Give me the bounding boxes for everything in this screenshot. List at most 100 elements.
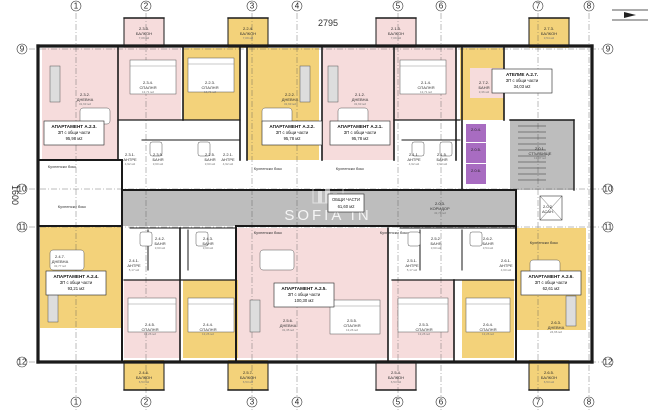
apartment-box-frame xyxy=(261,120,323,146)
table-icon xyxy=(49,249,85,271)
axis-label: 7 xyxy=(536,2,541,11)
corridor-box-frame xyxy=(327,193,365,213)
room-area: 7,09 м2 xyxy=(139,36,150,40)
room-name: БАНЯ xyxy=(483,241,494,246)
room-area: 3,54 м2 xyxy=(483,246,494,250)
room-code: 2.2.5. xyxy=(205,152,215,157)
room-code: 2.1.5. xyxy=(437,152,447,157)
room-area-fill xyxy=(376,18,416,48)
room-area: 3,36 м2 xyxy=(479,90,490,94)
room-area: 3,60 м2 xyxy=(431,246,442,250)
axis-marker xyxy=(532,0,544,12)
room-area-fill xyxy=(466,164,486,184)
room-code: 2.5.1. xyxy=(407,258,417,263)
room-code: 2.6.5. xyxy=(544,370,554,375)
room-code: 2.4.6. xyxy=(139,370,149,375)
room-area: 4,92 м2 xyxy=(125,162,136,166)
axis-label: 2 xyxy=(144,2,149,11)
axis-label: 6 xyxy=(439,398,444,407)
axis-marker xyxy=(246,0,258,12)
room-code: 2.5.4. xyxy=(391,370,401,375)
bath-fixture-icon xyxy=(407,231,421,247)
apartment-title: АПАРТАМЕНТ А.2.3. xyxy=(51,124,96,129)
axis-marker xyxy=(435,396,447,408)
room-name: БАНЯ xyxy=(203,241,214,246)
room-area: 13,26 м2 xyxy=(202,332,214,336)
room-name: БАНЯ xyxy=(437,157,448,162)
room-area: 43,74 м2 xyxy=(434,211,446,215)
room-label: 2.0.4. xyxy=(471,127,481,132)
room-area: 13,26 м2 xyxy=(346,328,358,332)
room-code: 2.1.4. xyxy=(421,80,431,85)
left-dimension: 1600 xyxy=(10,185,20,205)
room-name: БАЛКОН xyxy=(541,375,557,380)
room-code: 2.3.5. xyxy=(153,152,163,157)
room-area-fill xyxy=(124,18,164,48)
room-code: 2.0.5. xyxy=(471,147,481,152)
axis-label: 12 xyxy=(604,358,613,367)
room-name: АНТРЕ xyxy=(499,263,513,268)
axis-label: 7 xyxy=(536,398,541,407)
room-area: 3,60 м2 xyxy=(205,162,216,166)
axis-label: 10 xyxy=(604,185,613,194)
axis-marker xyxy=(602,183,614,195)
room-area-fill xyxy=(228,18,268,48)
room-name: АНТРЕ xyxy=(407,157,421,162)
room-name: БАНЯ xyxy=(205,157,216,162)
room-area-fill xyxy=(124,360,164,390)
axis-label: 11 xyxy=(604,223,613,232)
room-code: 2.2.2. xyxy=(285,92,295,97)
room-area: 4,60 м2 xyxy=(501,268,512,272)
room-area: 13,71 м2 xyxy=(142,90,154,94)
north-arrow-icon xyxy=(612,9,648,21)
apartment-area: 62,61 м2 xyxy=(543,286,561,291)
room-code: 2.5.3. xyxy=(419,322,429,327)
room-code: 2.3.1. xyxy=(125,152,135,157)
apartment-title: АПАРТАМЕНТ А.2.1. xyxy=(337,124,382,129)
room-code: 2.6.3. xyxy=(551,320,561,325)
room-code: 2.6.4. xyxy=(483,322,493,327)
room-code: 2.2.1. xyxy=(223,152,233,157)
axis-label: 11 xyxy=(18,223,27,232)
table-icon xyxy=(259,249,295,271)
furniture xyxy=(47,57,577,335)
apartment-subtitle: ЗП с общи части xyxy=(288,292,321,297)
axis-marker xyxy=(602,43,614,55)
room-code: 2.5.7. xyxy=(243,370,253,375)
axis-marker xyxy=(532,396,544,408)
top-dimension: 2795 xyxy=(318,18,338,28)
axis-label: 5 xyxy=(396,2,401,11)
room-code: 2.4.3. xyxy=(203,236,213,241)
bath-fixture-icon xyxy=(195,231,209,247)
sofa-icon xyxy=(49,65,61,103)
room-area: 6,53 м2 xyxy=(544,380,555,384)
axis-marker xyxy=(392,396,404,408)
bath-fixture-icon xyxy=(149,141,163,157)
apartment-title: АПАРТАМЕНТ А.2.5. xyxy=(281,286,326,291)
apartment-box-frame xyxy=(329,120,391,146)
room-name: АНТРЕ xyxy=(127,263,141,268)
room-area: 3,60 м2 xyxy=(155,246,166,250)
room-area: 6,53 м2 xyxy=(391,380,402,384)
room-name: БАЛКОН xyxy=(136,375,152,380)
room-code: 2.4.5. xyxy=(145,322,155,327)
room-name: ДНЕВНА xyxy=(352,97,369,102)
walls xyxy=(36,17,594,391)
axis-marker xyxy=(16,356,28,368)
apartment-area: 93,21 м2 xyxy=(68,286,86,291)
bath-fixture-icon xyxy=(139,231,153,247)
axis-label: 2 xyxy=(144,398,149,407)
